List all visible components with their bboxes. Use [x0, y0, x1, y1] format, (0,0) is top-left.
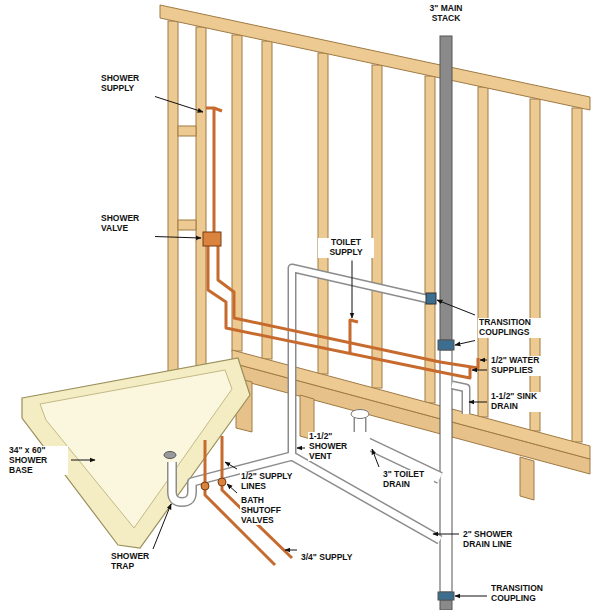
shutoff-valves-part — [201, 482, 209, 490]
leader-line — [285, 550, 297, 551]
wall-studs-part — [530, 99, 540, 431]
leader-line — [480, 360, 487, 361]
copper-supply — [205, 108, 478, 565]
callout-label: SHOWER TRAP — [110, 552, 150, 572]
copper-supply-part — [208, 246, 470, 378]
callout-label: TRANSITION COUPLINGS — [478, 318, 558, 338]
callout-label: 3" MAIN STACK — [414, 4, 478, 24]
leader-line — [352, 261, 353, 318]
main-stack-part — [438, 592, 454, 600]
callout-label: 2" SHOWER DRAIN LINE — [462, 530, 532, 550]
shower-valve-part — [203, 232, 221, 246]
callout-label: 3/4" SUPPLY — [300, 553, 380, 563]
callout-label: 1-1/2" SHOWER VENT — [308, 432, 370, 461]
leader-line — [472, 370, 487, 371]
pvc-pipe-outline-part — [452, 385, 466, 414]
leader-line — [155, 237, 201, 238]
callout-label: SHOWER SUPPLY — [100, 74, 152, 94]
main-stack-part — [440, 36, 452, 340]
callout-label: BATH SHUTOFF VALVES — [240, 496, 298, 525]
vent-coupling — [426, 293, 436, 304]
copper-supply-part — [218, 246, 478, 368]
leader-line — [469, 402, 487, 403]
pvc-pipe-outline-part — [172, 456, 440, 540]
leader-line — [71, 460, 95, 461]
callout-label: 1-1/2" SINK DRAIN — [490, 392, 562, 412]
wall-studs-part — [372, 65, 382, 388]
wall-studs-part — [572, 108, 582, 442]
copper-supply-part — [350, 320, 358, 353]
shutoff-valves — [201, 478, 226, 490]
callout-label: TOILET SUPPLY — [318, 238, 374, 258]
callout-label: 1/2" SUPPLY LINES — [240, 472, 298, 492]
pvc-pipe-outline-part — [360, 418, 440, 478]
wall-studs-part — [425, 76, 435, 403]
leader-group — [71, 97, 487, 596]
wall-studs-part — [196, 27, 206, 367]
pvc-pipe-outline — [172, 268, 466, 540]
main-stack — [438, 36, 454, 610]
wall-studs-part — [168, 21, 178, 372]
callout-label: 1/2" WATER SUPPLIES — [490, 356, 562, 376]
pvc-pipe-part — [172, 456, 440, 540]
leader-line — [437, 300, 475, 315]
wall-studs-part — [178, 126, 196, 136]
leader-line — [225, 462, 237, 469]
wall-studs-part — [160, 5, 590, 110]
leader-line — [455, 341, 475, 345]
floor-deck-part — [520, 457, 534, 500]
leader-line — [372, 449, 379, 467]
callout-label: 34" x 60" SHOWER BASE — [8, 446, 68, 475]
pvc-pipe-part — [452, 385, 466, 414]
toilet-flange — [351, 410, 369, 419]
leader-line — [153, 504, 171, 549]
leader-line — [433, 534, 459, 535]
leader-line — [227, 484, 237, 493]
shower-valve — [203, 232, 221, 246]
shower-base-part — [164, 452, 176, 459]
copper-supply-part — [214, 108, 222, 111]
shutoff-valves-part — [218, 478, 226, 486]
callout-label: TRANSITION COUPLING — [490, 584, 570, 604]
wall-studs-part — [262, 41, 272, 359]
wall-studs-part — [318, 53, 328, 374]
vent-coupling-part — [426, 293, 436, 304]
main-stack-part — [438, 340, 454, 350]
main-stack-part — [440, 350, 452, 592]
leader-line — [155, 97, 203, 112]
shower-base-part — [40, 370, 232, 528]
callout-label: SHOWER VALVE — [100, 214, 152, 234]
callout-label: 3" TOILET DRAIN — [382, 470, 434, 490]
leader-line — [455, 596, 487, 597]
copper-supply-part — [206, 108, 214, 236]
toilet-flange-part — [351, 410, 369, 419]
leader-line — [297, 448, 305, 449]
wall-studs-part — [178, 220, 196, 230]
pvc-pipe — [172, 268, 466, 540]
pvc-pipe-part — [360, 418, 440, 478]
main-stack-part — [440, 600, 452, 610]
